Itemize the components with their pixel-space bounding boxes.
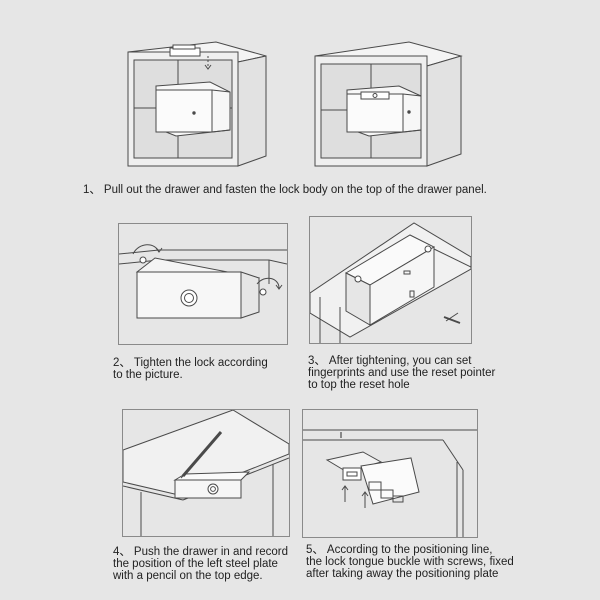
step-5-line-3: after taking away the positioning plate	[306, 568, 499, 580]
step-5-caption: 5、According to the positioning line, the…	[306, 544, 514, 580]
illustration-5-frame	[302, 409, 478, 538]
step-3-line-3: to top the reset hole	[308, 379, 410, 391]
illustration-lock-tongue-buckle	[303, 410, 477, 537]
step-2-line-2: to the picture.	[113, 369, 183, 381]
cabinet-lock-mounted-drawing	[314, 41, 463, 167]
step-4-line-1: 4、Push the drawer in and record	[113, 546, 288, 558]
cabinet-drawer-open-drawing	[127, 41, 267, 167]
illustration-3-frame	[309, 216, 472, 344]
step-4-number: 4、	[113, 546, 131, 558]
step-2-caption: 2、Tighten the lock according to the pict…	[113, 357, 268, 381]
step-1-number: 1、	[83, 184, 101, 196]
step-1-caption: 1、Pull out the drawer and fasten the loc…	[83, 184, 487, 196]
step-3-caption: 3、After tightening, you can set fingerpr…	[308, 355, 495, 391]
illustration-cabinet-lock-mounted	[305, 38, 470, 170]
step-5-line-1: 5、According to the positioning line,	[306, 544, 493, 556]
lock-tongue-buckle-drawing	[303, 429, 477, 537]
illustration-tighten-lock	[119, 224, 287, 344]
illustration-cabinet-drawer-open	[118, 38, 278, 170]
step-4-line-3: with a pencil on the top edge.	[113, 570, 263, 582]
step-5-number: 5、	[306, 544, 324, 556]
illustration-pencil-mark	[123, 410, 289, 536]
reset-hole-drawing	[310, 222, 471, 343]
step-4-line-2: the position of the left steel plate	[113, 558, 278, 570]
pencil-mark-drawing	[123, 410, 289, 536]
step-3-line-2: fingerprints and use the reset pointer	[308, 367, 496, 379]
illustration-reset-hole	[310, 217, 471, 343]
step-4-caption: 4、Push the drawer in and record the posi…	[113, 546, 288, 582]
step-1-line-1: Pull out the drawer and fasten the lock …	[103, 184, 487, 196]
illustration-2-frame	[118, 223, 288, 345]
tighten-lock-drawing	[119, 244, 287, 319]
step-3-line-1: 3、After tightening, you can set	[308, 355, 472, 367]
step-2-number: 2、	[113, 357, 131, 369]
step-5-line-2: the lock tongue buckle with screws, fixe…	[306, 556, 514, 568]
step-3-number: 3、	[308, 355, 326, 367]
step-2-line-1: 2、Tighten the lock according	[113, 357, 268, 369]
